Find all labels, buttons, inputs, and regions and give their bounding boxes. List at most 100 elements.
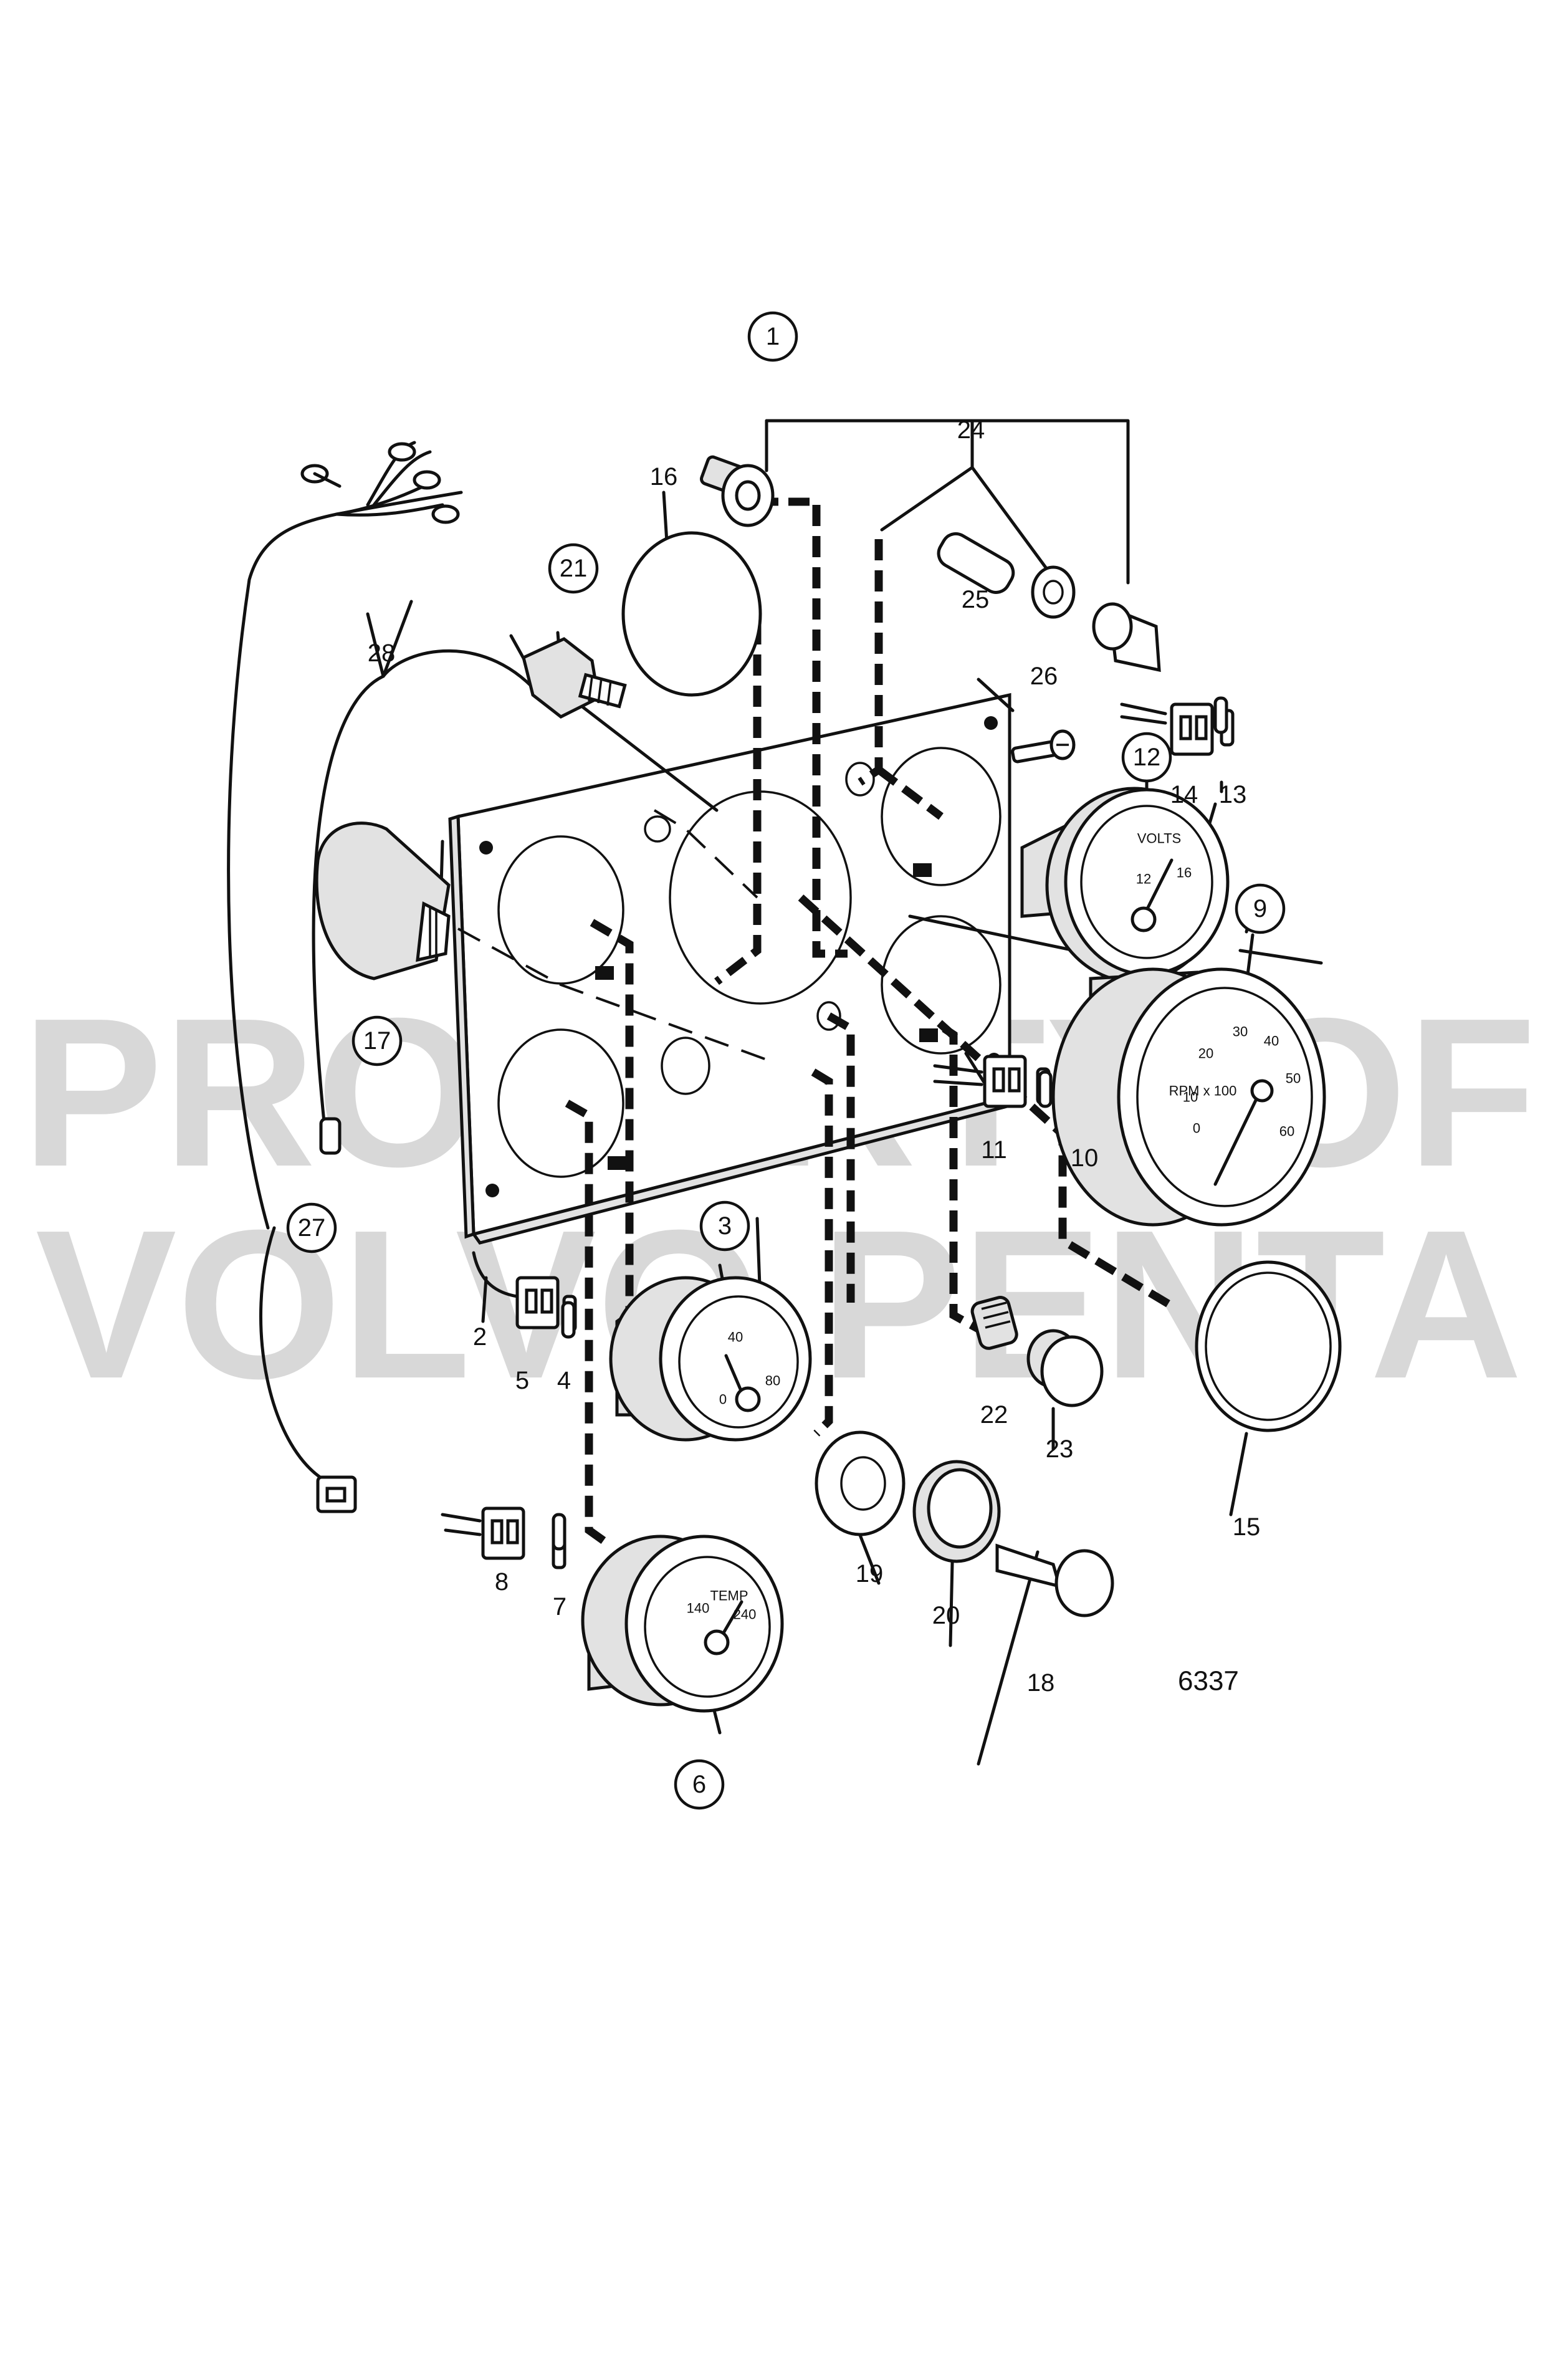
callout-number: 9	[1253, 895, 1267, 922]
callout-8: 8	[495, 1568, 509, 1596]
callout-5: 5	[515, 1367, 529, 1394]
voltmeter-12: VOLTS 12 16	[1020, 787, 1230, 984]
callout-number: 11	[981, 1136, 1007, 1164]
tachometer-9: RPM x 100 0 10 20 30 40 50 60	[1051, 967, 1326, 1227]
callout-24: 24	[957, 416, 985, 444]
bulbs	[552, 696, 1228, 1551]
tachometer-tick-0: 0	[1193, 1121, 1200, 1136]
temperature-gauge-6: TEMP 140 240	[581, 1535, 784, 1713]
bulb-13	[1213, 696, 1228, 734]
callout-16: 16	[650, 463, 678, 491]
callout-number: 13	[1219, 781, 1247, 808]
callout-18: 18	[1027, 1669, 1055, 1697]
tachometer-tick-10: 10	[1183, 1090, 1198, 1105]
callout-7: 7	[553, 1593, 566, 1621]
voltmeter-unit-label: VOLTS	[1137, 831, 1182, 846]
callout-28: 28	[368, 639, 396, 667]
callout-2: 2	[473, 1323, 487, 1351]
fuse-washer	[1031, 565, 1076, 619]
callout-15: 15	[1233, 1513, 1261, 1541]
callout-circle	[699, 1200, 750, 1252]
callout-number: 25	[962, 586, 990, 613]
voltmeter-tick-16: 16	[1177, 865, 1192, 881]
callout-6: 6	[674, 1759, 725, 1810]
bulb-7	[552, 1513, 566, 1551]
tachometer-unit-label: RPM x 100	[1169, 1083, 1237, 1099]
callout-26: 26	[1030, 663, 1058, 690]
tachometer-tick-60: 60	[1279, 1124, 1294, 1139]
callout-number: 26	[1030, 663, 1058, 690]
switch-22	[970, 1296, 1018, 1350]
harness-terminal	[319, 1117, 342, 1155]
tachometer-tick-20: 20	[1198, 1046, 1213, 1061]
tachometer-tick-40: 40	[1264, 1033, 1279, 1049]
callout-number: 1	[766, 323, 780, 350]
callout-labels: 1234567891011121314151617181920212223242…	[286, 311, 1286, 1810]
callout-circle	[747, 311, 798, 362]
sender-17	[315, 821, 451, 980]
callout-number: 15	[1233, 1513, 1261, 1541]
knob-23	[1026, 1329, 1104, 1407]
temp-gauge-tick-140: 140	[687, 1601, 710, 1616]
panel-cutout-lower-right	[881, 915, 1002, 1055]
fuse-25	[937, 532, 1015, 594]
callout-9: 9	[1235, 883, 1286, 934]
key-switch-parts	[815, 1430, 1114, 1617]
oil-gauge-tick-40: 40	[728, 1329, 743, 1345]
figure-number: 6337	[1178, 1666, 1239, 1697]
callout-12: 12	[1121, 732, 1172, 783]
callout-number: 21	[560, 555, 588, 582]
voltmeter-tick-12: 12	[1136, 871, 1151, 887]
dimmer-21	[522, 637, 627, 719]
callout-23: 23	[1046, 1435, 1074, 1463]
callout-21: 21	[548, 543, 599, 594]
bezel-19	[815, 1430, 906, 1536]
screw-26	[1011, 729, 1076, 764]
callout-circle	[351, 1015, 403, 1066]
panel-cutout-upper-right	[881, 747, 1002, 886]
callout-1: 1	[747, 311, 798, 362]
callout-20: 20	[932, 1602, 960, 1629]
panel-cutout-key-switch	[661, 1037, 710, 1095]
callout-number: 14	[1170, 781, 1198, 808]
oil-pressure-gauge-3: 0 40 80	[609, 1276, 812, 1442]
callout-number: 24	[957, 416, 985, 444]
callout-number: 7	[553, 1593, 566, 1621]
callout-number: 22	[980, 1401, 1008, 1429]
callout-circle	[674, 1759, 725, 1810]
callout-11: 11	[981, 1136, 1007, 1164]
callout-14: 14	[1170, 781, 1198, 808]
gasket-15	[1195, 1260, 1342, 1432]
callout-number: 28	[368, 639, 396, 667]
callout-4: 4	[557, 1367, 571, 1394]
assembly-lines	[457, 497, 1174, 1549]
wiring-harness	[227, 441, 544, 1513]
oil-gauge-tick-0: 0	[719, 1392, 727, 1407]
callout-number: 12	[1133, 744, 1161, 771]
callout-22: 22	[980, 1401, 1008, 1429]
callout-number: 19	[856, 1560, 884, 1588]
callout-number: 27	[298, 1214, 326, 1242]
oil-gauge-tick-80: 80	[765, 1373, 780, 1389]
callout-circle	[1235, 883, 1286, 934]
callout-circle	[286, 1202, 337, 1253]
callout-17: 17	[351, 1015, 403, 1066]
connector-8	[441, 1506, 566, 1569]
panel-cutout-lower-left	[497, 1028, 624, 1178]
callout-circle	[1121, 732, 1172, 783]
callout-10: 10	[1071, 1144, 1099, 1172]
callout-number: 16	[650, 463, 678, 491]
fuse-holder-assembly	[700, 455, 1161, 673]
callout-number: 23	[1046, 1435, 1074, 1463]
callout-number: 17	[363, 1027, 391, 1055]
callout-number: 18	[1027, 1669, 1055, 1697]
callout-25: 25	[962, 586, 990, 613]
tachometer-tick-30: 30	[1233, 1024, 1248, 1040]
callout-number: 3	[718, 1212, 732, 1240]
bulb-10	[1038, 1070, 1053, 1108]
callout-27: 27	[286, 1202, 337, 1253]
callout-13: 13	[1219, 781, 1247, 808]
callout-19: 19	[856, 1560, 884, 1588]
bulb-4	[561, 1301, 576, 1339]
callout-number: 10	[1071, 1144, 1099, 1172]
